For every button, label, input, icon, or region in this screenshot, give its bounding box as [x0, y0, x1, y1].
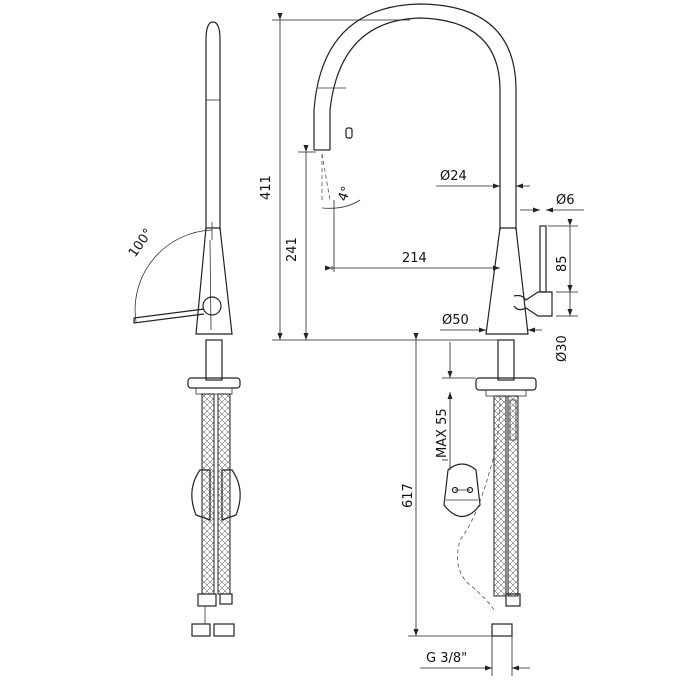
front-lever-rod [539, 225, 547, 293]
front-hose-right [507, 395, 519, 597]
dim-lever-hub: Ø30 [555, 335, 570, 362]
lever-angle-arc [134, 229, 213, 323]
pull-out-hose-path [457, 395, 501, 611]
front-spout-inner [313, 3, 517, 230]
spray-angle-label: 4° [336, 184, 355, 203]
front-spout-outer [329, 17, 501, 230]
lever-angle-label: 100° [126, 226, 156, 260]
front-fitting-lower [491, 623, 513, 637]
dim-total-height: 411 [259, 175, 274, 200]
side-fitting-upper-right [219, 593, 233, 605]
side-spout-outline [205, 21, 221, 230]
dim-hose-length: 617 [401, 483, 416, 508]
side-view: 100° [126, 21, 241, 637]
side-fitting-lower-right [213, 623, 235, 637]
side-hose-loop [191, 469, 211, 521]
dim-base-diameter: Ø50 [442, 313, 469, 328]
front-hose-left [493, 395, 507, 597]
front-body-outline [485, 227, 529, 335]
dim-reach: 214 [402, 251, 427, 266]
dim-lever-diameter: Ø6 [556, 193, 575, 208]
side-lever-hub [202, 296, 222, 316]
side-fitting-upper-left [197, 593, 217, 607]
dim-thread: G 3/8" [426, 651, 467, 666]
front-view: 4° 411 241 [259, 3, 584, 676]
dim-spout-height: 241 [285, 237, 300, 262]
side-body-outline [195, 227, 233, 335]
side-fitting-lower-left [191, 623, 211, 637]
side-hose-right [217, 393, 231, 595]
dim-spout-diameter: Ø24 [440, 169, 467, 184]
spray-button [345, 127, 353, 139]
side-lever-handle [133, 308, 205, 324]
side-hose-left [201, 393, 215, 595]
side-shank [205, 339, 223, 381]
front-shank [497, 339, 515, 381]
hose-counterweight [443, 463, 481, 518]
dim-lever-length: 85 [555, 255, 570, 272]
front-fitting-upper [505, 593, 521, 607]
spray-angle-arc [321, 199, 361, 209]
front-lever-hub [513, 291, 553, 317]
dim-max-thickness: MAX 55 [435, 408, 450, 458]
